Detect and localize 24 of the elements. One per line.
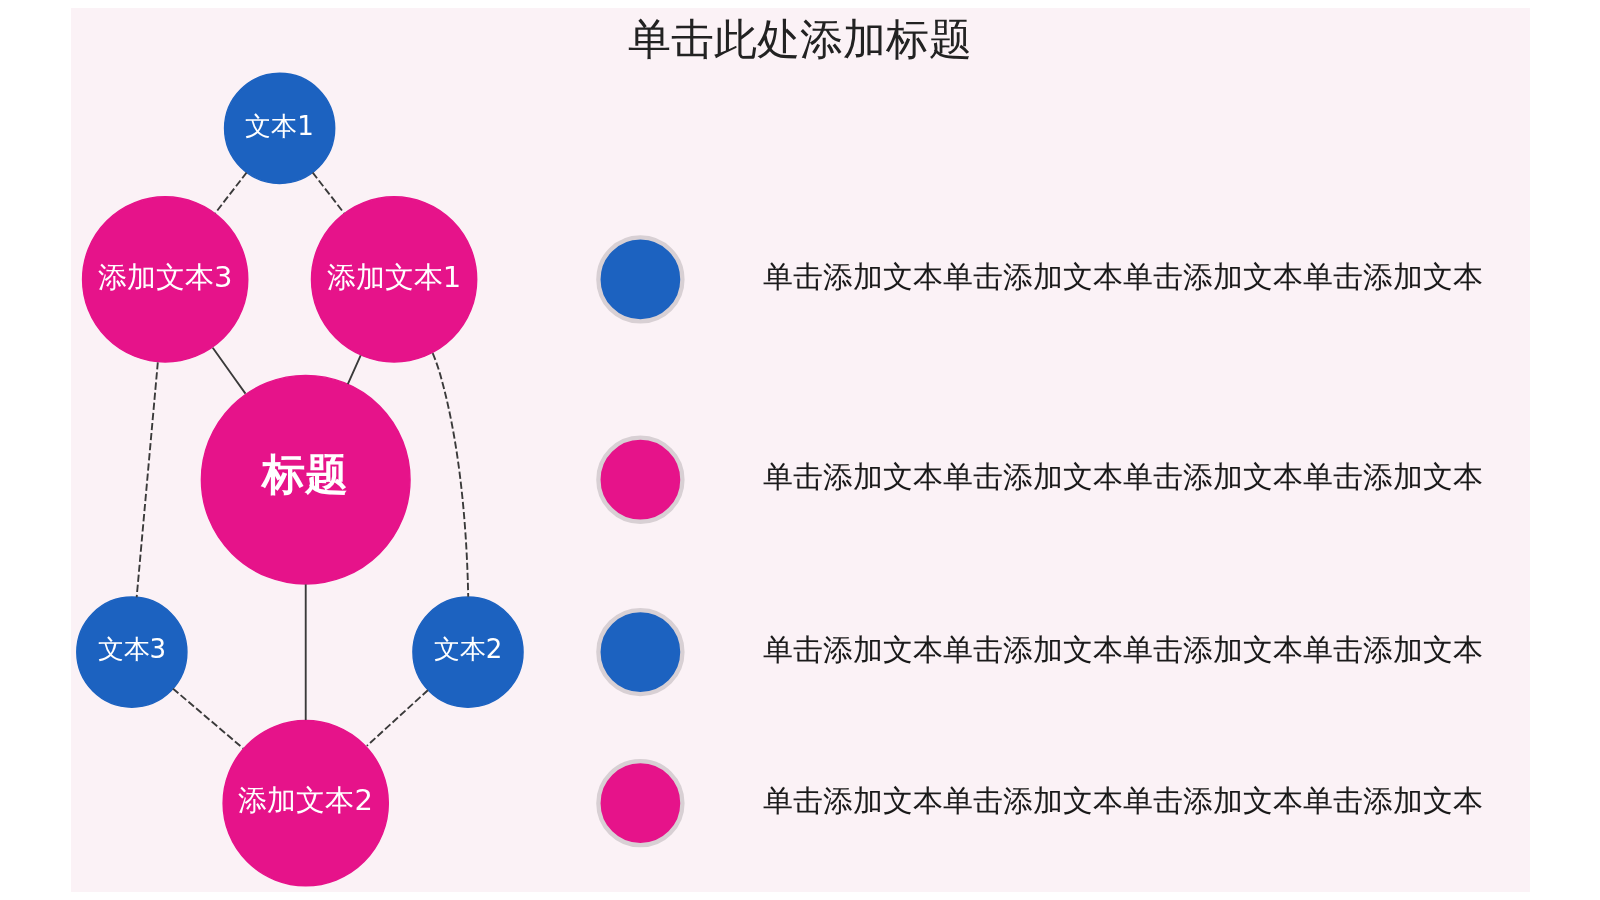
node-circle	[595, 235, 685, 324]
node-label: 单击添加文本单击添加文本单击添加文本单击添加文本	[762, 631, 1483, 667]
node-circle	[595, 607, 685, 697]
connector	[304, 583, 307, 721]
node-circle: 文本1	[223, 72, 335, 185]
node-circle: 文本3	[75, 596, 188, 708]
node-label: 单击添加文本单击添加文本单击添加文本单击添加文本	[762, 459, 1483, 495]
connector	[431, 352, 469, 598]
diagram-title: 单击此处添加标题	[628, 14, 972, 65]
connector	[211, 346, 246, 395]
node-circle: 文本2	[411, 596, 524, 708]
connector	[135, 361, 159, 599]
node-label: 单击添加文本单击添加文本单击添加文本单击添加文本	[762, 782, 1483, 818]
node-circle: 添加文本1	[310, 196, 477, 363]
node-circle	[595, 758, 685, 848]
connector	[365, 689, 429, 747]
node-circle: 添加文本3	[81, 196, 248, 363]
node-circle	[595, 435, 685, 524]
connector	[346, 354, 362, 386]
node-circle: 标题	[200, 374, 411, 585]
node-circle: 添加文本2	[221, 719, 389, 887]
connector	[171, 687, 244, 750]
connector	[311, 171, 345, 215]
node-label: 单击添加文本单击添加文本单击添加文本单击添加文本	[762, 259, 1483, 295]
